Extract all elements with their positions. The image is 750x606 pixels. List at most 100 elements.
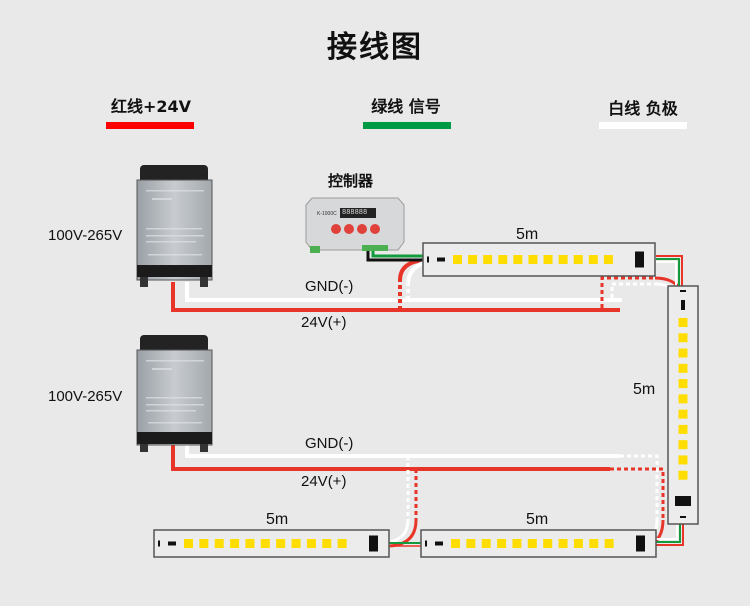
led-chip bbox=[466, 539, 476, 548]
legend-white-bar bbox=[599, 122, 687, 129]
controller-display bbox=[340, 208, 376, 218]
led-chip bbox=[291, 539, 301, 548]
led-chip bbox=[337, 539, 347, 548]
link-green-2-4 bbox=[652, 518, 681, 543]
led-chip bbox=[468, 255, 478, 264]
strip-resistor bbox=[437, 257, 445, 262]
strip-1-length: 5m bbox=[516, 226, 539, 243]
strip-2 bbox=[667, 285, 699, 525]
led-chip bbox=[588, 255, 598, 264]
controller-button[interactable] bbox=[344, 224, 354, 234]
strip-ic-chip bbox=[635, 251, 644, 268]
led-chip bbox=[543, 255, 553, 264]
branch-white-strip2 bbox=[610, 282, 655, 298]
strip-body bbox=[420, 529, 657, 558]
strip-3 bbox=[153, 529, 390, 558]
power-supply-1 bbox=[136, 165, 213, 287]
led-chip bbox=[513, 255, 523, 264]
led-chip bbox=[678, 379, 688, 389]
psu1-input-label: 100V-265V bbox=[48, 227, 123, 244]
v24-label-bottom: 24V(+) bbox=[301, 473, 347, 490]
led-chip bbox=[498, 255, 508, 264]
link-red-2-4 bbox=[652, 518, 684, 546]
led-chip bbox=[678, 348, 688, 358]
led-chip bbox=[184, 539, 193, 548]
led-chip bbox=[678, 409, 688, 419]
led-chip bbox=[589, 539, 599, 548]
led-chip bbox=[483, 255, 493, 264]
strip-ic-chip bbox=[636, 535, 645, 552]
led-chip bbox=[230, 539, 240, 548]
strip-resistor bbox=[435, 541, 443, 546]
link-white-1-2 bbox=[656, 261, 677, 292]
led-chip bbox=[558, 255, 568, 264]
led-chip bbox=[276, 539, 286, 548]
led-chip bbox=[573, 539, 583, 548]
led-chip bbox=[543, 539, 553, 548]
led-chip bbox=[199, 539, 209, 548]
controller-button[interactable] bbox=[357, 224, 367, 234]
strip-input-connector bbox=[680, 290, 686, 292]
link-red-1-2 bbox=[656, 255, 683, 292]
led-chip bbox=[214, 539, 224, 548]
led-chip bbox=[527, 539, 537, 548]
legend-red-label: 红线+24V bbox=[110, 97, 192, 116]
led-chip bbox=[306, 539, 316, 548]
branch-red-strip4 bbox=[610, 467, 665, 520]
v24-wire-bottom bbox=[171, 442, 610, 471]
strips-layer bbox=[153, 242, 699, 558]
strip-4 bbox=[420, 529, 657, 558]
led-chip bbox=[603, 255, 613, 264]
branch-red-strip2 bbox=[600, 276, 655, 308]
controller-label: 控制器 bbox=[328, 172, 374, 190]
led-chip bbox=[678, 440, 688, 450]
strip-input-connector bbox=[158, 540, 160, 547]
led-chip bbox=[260, 539, 270, 548]
strip-ic-chip bbox=[369, 535, 378, 552]
strip-resistor bbox=[681, 300, 685, 310]
data-black-wire bbox=[366, 250, 428, 262]
strip-2-length: 5m bbox=[633, 381, 656, 398]
led-chip bbox=[528, 255, 538, 264]
branch-white-strip4 bbox=[620, 454, 659, 520]
led-chip bbox=[678, 333, 688, 343]
led-chip bbox=[451, 539, 460, 548]
strip-3-length: 5m bbox=[266, 511, 289, 528]
v24-label-top: 24V(+) bbox=[301, 314, 347, 331]
led-chip bbox=[453, 255, 462, 264]
led-chip bbox=[678, 363, 688, 373]
strip-1 bbox=[422, 242, 656, 277]
led-chip bbox=[604, 539, 614, 548]
strip-body bbox=[153, 529, 390, 558]
gnd-label-bottom: GND(-) bbox=[305, 435, 354, 452]
link-white-2-4 bbox=[652, 518, 678, 540]
strip-output-connector bbox=[680, 516, 686, 518]
legend-green-label: 绿线 信号 bbox=[371, 97, 441, 116]
strip-body bbox=[667, 285, 699, 525]
controller-button[interactable] bbox=[370, 224, 380, 234]
psu2-input-label: 100V-265V bbox=[48, 388, 123, 405]
gnd-wire-bottom bbox=[185, 442, 620, 458]
strip-body bbox=[422, 242, 656, 277]
led-chip bbox=[678, 470, 688, 480]
controller-model: K-1000C bbox=[317, 211, 337, 217]
v24-wire-top bbox=[171, 282, 620, 312]
controller-button[interactable] bbox=[331, 224, 341, 234]
controller-device bbox=[305, 197, 405, 253]
legend-red-bar bbox=[106, 122, 194, 129]
led-chip bbox=[497, 539, 507, 548]
led-chip bbox=[573, 255, 583, 264]
legend-white-label: 白线 负极 bbox=[608, 99, 678, 118]
led-chip bbox=[481, 539, 491, 548]
curve-white-strip3 bbox=[389, 519, 410, 544]
led-chip bbox=[512, 539, 522, 548]
strip-input-connector bbox=[425, 540, 427, 547]
led-chip bbox=[678, 394, 688, 404]
link-green-1-2 bbox=[656, 258, 680, 292]
page-title: 接线图 bbox=[327, 30, 423, 65]
led-chip bbox=[678, 455, 688, 465]
led-chip bbox=[322, 539, 332, 548]
strip-4-length: 5m bbox=[526, 511, 549, 528]
led-chip bbox=[558, 539, 568, 548]
